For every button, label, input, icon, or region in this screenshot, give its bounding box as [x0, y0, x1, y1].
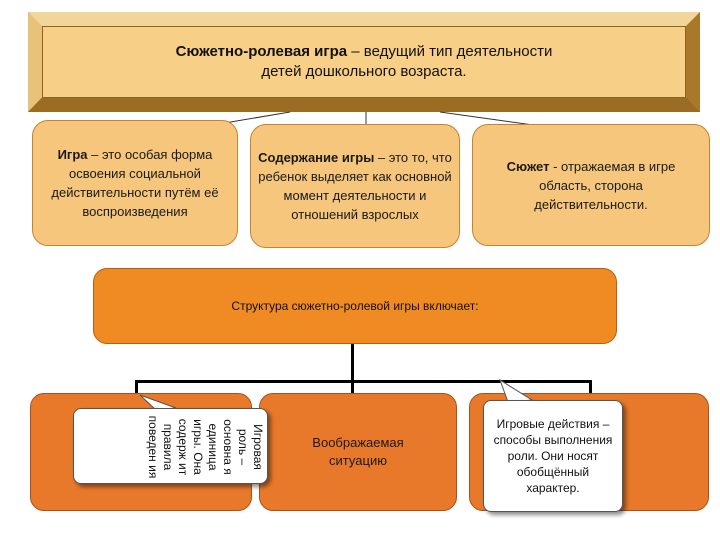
box-plot-text: Сюжет - отражаемая в игре область, сторо…: [491, 157, 691, 214]
title-bold: Сюжетно-ролевая игра: [175, 43, 348, 60]
title-box: Сюжетно-ролевая игра – ведущий тип деяте…: [42, 26, 686, 98]
tree-drop-middle: [351, 380, 354, 394]
box-game-text: Игра – это особая форма освоения социаль…: [37, 145, 233, 221]
box-plot-rest: - отражаемая в игре область, сторона дей…: [534, 158, 676, 212]
component-box-imaginary: Воображаемая ситуацию: [259, 393, 457, 511]
box-game-definition: Игра – это особая форма освоения социаль…: [32, 120, 238, 246]
tree-drop-right: [589, 380, 592, 394]
tree-drop-left: [135, 380, 138, 394]
actions-callout-pointer: [499, 378, 534, 403]
title-text: Сюжетно-ролевая игра – ведущий тип деяте…: [154, 42, 574, 82]
box-content-bold: Содержание игры: [258, 150, 375, 165]
box-content-rest: – это то, что ребенок выделяет как основ…: [258, 150, 452, 222]
title-bevel-bottom: [28, 98, 700, 112]
box-content-text: Содержание игры – это то, что ребенок вы…: [252, 148, 458, 224]
title-bevel-left: [28, 12, 42, 112]
tree-crossbar: [135, 380, 592, 383]
box-game-bold: Игра: [57, 147, 88, 162]
structure-label: Структура сюжетно-ролевой игры включает:: [231, 299, 479, 313]
structure-box: Структура сюжетно-ролевой игры включает:: [93, 268, 617, 344]
role-callout-text: Игровая роль – основна я единица игры. О…: [146, 415, 265, 479]
box-content-definition: Содержание игры – это то, что ребенок вы…: [250, 124, 460, 248]
actions-callout: Игровые действия – способы выполнения ро…: [483, 400, 623, 512]
title-bevel-top: [28, 12, 700, 26]
role-callout: Игровая роль – основна я единица игры. О…: [73, 408, 268, 484]
box-plot-definition: Сюжет - отражаемая в игре область, сторо…: [472, 124, 710, 246]
tree-trunk: [351, 344, 354, 382]
box-game-rest: – это особая форма освоения социальной д…: [51, 147, 219, 219]
title-rest: – ведущий тип деятельности детей дошколь…: [261, 43, 553, 80]
actions-callout-text: Игровые действия – способы выполнения ро…: [493, 417, 613, 495]
title-bevel-right: [686, 12, 700, 112]
box-plot-bold: Сюжет: [506, 158, 550, 174]
imaginary-label: Воображаемая ситуацию: [312, 435, 404, 468]
